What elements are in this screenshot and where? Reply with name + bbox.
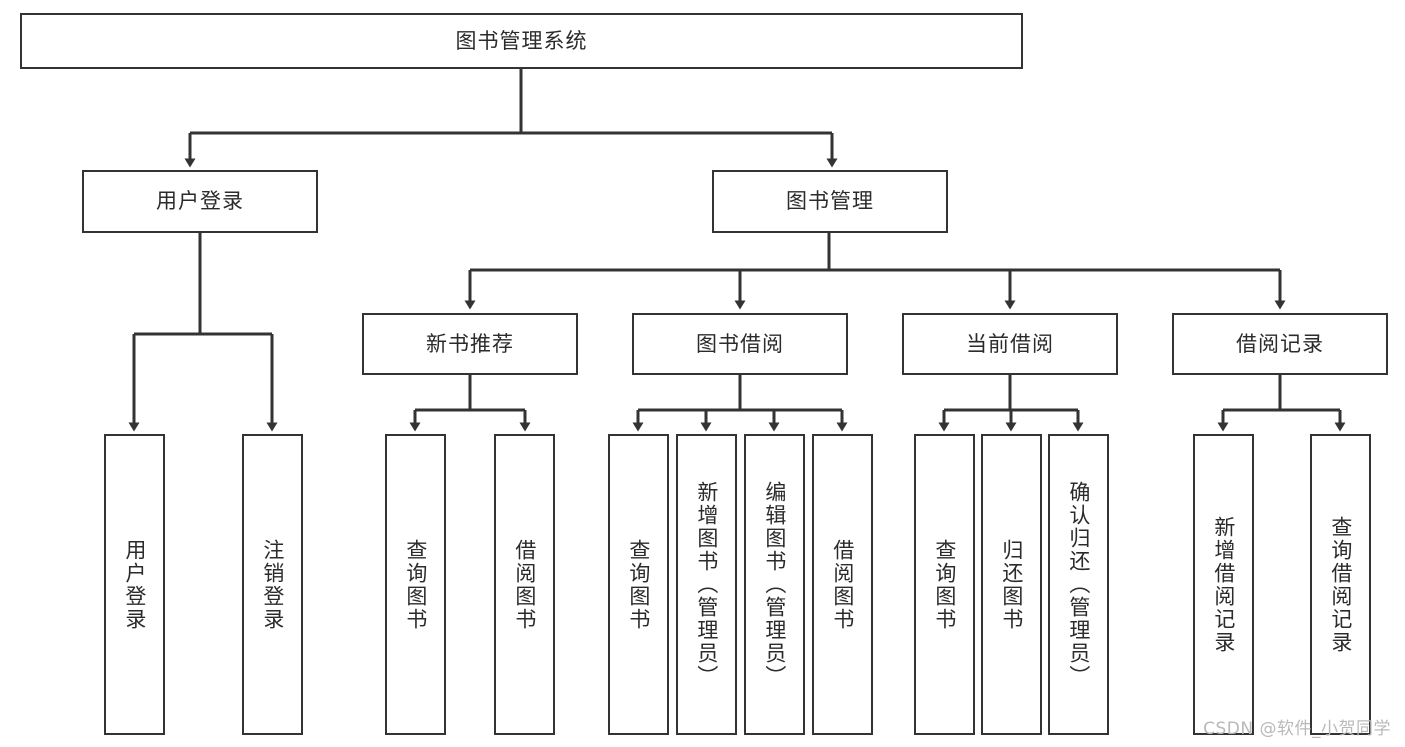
csdn-watermark: CSDN @软件_小贺同学 — [1203, 719, 1391, 739]
node-leaf-borrow-book-1-label: 借阅图书 — [512, 538, 537, 631]
node-leaf-borrow-book-1[interactable]: 借阅图书 — [494, 434, 555, 735]
node-leaf-borrow-book-2-label: 借阅图书 — [830, 538, 855, 631]
node-root[interactable]: 图书管理系统 — [20, 13, 1023, 69]
node-leaf-query-book-2-label: 查询图书 — [626, 538, 651, 631]
node-leaf-user-logout-label: 注销登录 — [260, 538, 285, 631]
node-leaf-query-book-1-label: 查询图书 — [403, 538, 428, 631]
node-book-manage-label: 图书管理 — [786, 189, 874, 214]
node-book-borrow-label: 图书借阅 — [696, 331, 784, 356]
node-leaf-add-record-label: 新增借阅记录 — [1211, 515, 1236, 654]
node-current-borrow-label: 当前借阅 — [966, 331, 1054, 356]
node-user-login[interactable]: 用户登录 — [82, 170, 318, 233]
node-leaf-confirm-return[interactable]: 确认归还（管理员） — [1048, 434, 1109, 735]
node-leaf-query-book-3[interactable]: 查询图书 — [914, 434, 975, 735]
node-leaf-user-logout[interactable]: 注销登录 — [242, 434, 303, 735]
node-leaf-add-book[interactable]: 新增图书（管理员） — [676, 434, 737, 735]
node-leaf-add-book-label: 新增图书（管理员） — [694, 481, 719, 688]
node-leaf-query-record-label: 查询借阅记录 — [1328, 515, 1353, 654]
node-leaf-borrow-book-2[interactable]: 借阅图书 — [812, 434, 873, 735]
node-leaf-return-book[interactable]: 归还图书 — [981, 434, 1042, 735]
node-leaf-return-book-label: 归还图书 — [999, 538, 1024, 631]
node-leaf-edit-book-label: 编辑图书（管理员） — [762, 481, 787, 688]
node-leaf-add-record[interactable]: 新增借阅记录 — [1193, 434, 1254, 735]
node-borrow-record[interactable]: 借阅记录 — [1172, 313, 1388, 375]
node-leaf-query-book-1[interactable]: 查询图书 — [385, 434, 446, 735]
node-leaf-query-record[interactable]: 查询借阅记录 — [1310, 434, 1371, 735]
node-book-manage[interactable]: 图书管理 — [712, 170, 948, 233]
node-leaf-query-book-2[interactable]: 查询图书 — [608, 434, 669, 735]
node-leaf-user-login-label: 用户登录 — [122, 538, 147, 631]
node-current-borrow[interactable]: 当前借阅 — [902, 313, 1118, 375]
node-new-book-recommend[interactable]: 新书推荐 — [362, 313, 578, 375]
node-leaf-user-login[interactable]: 用户登录 — [104, 434, 165, 735]
node-new-book-recommend-label: 新书推荐 — [426, 331, 514, 356]
node-leaf-edit-book[interactable]: 编辑图书（管理员） — [744, 434, 805, 735]
node-user-login-label: 用户登录 — [156, 189, 244, 214]
node-book-borrow[interactable]: 图书借阅 — [632, 313, 848, 375]
node-borrow-record-label: 借阅记录 — [1236, 331, 1324, 356]
node-leaf-confirm-return-label: 确认归还（管理员） — [1066, 481, 1091, 688]
node-root-label: 图书管理系统 — [455, 28, 588, 53]
node-leaf-query-book-3-label: 查询图书 — [932, 538, 957, 631]
